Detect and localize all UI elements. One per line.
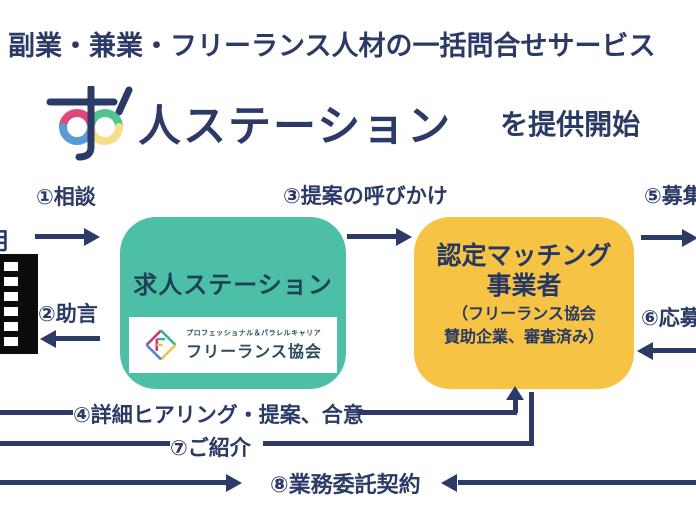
freelance-association-logo-icon — [145, 329, 177, 361]
station-box-title: 求人ステーション — [133, 271, 333, 299]
company-building-icon — [0, 254, 38, 354]
step4-label: ④詳細ヒアリング・提案、合意 — [73, 403, 364, 427]
building-window — [4, 262, 18, 271]
step8-left-arrow-head-right — [226, 474, 242, 492]
building-window — [4, 292, 18, 301]
step2-arrow-head-left — [40, 330, 56, 348]
building-window — [4, 307, 18, 316]
kyujin-station-box: 求人ステーション プロフェッショナル＆パラレルキャリア フリーランス協会 — [120, 217, 346, 389]
step5-arrow-head-right — [682, 229, 696, 247]
step5-arrow-shaft — [641, 235, 683, 240]
step4-line-elbow — [513, 398, 518, 413]
step6-arrow-head-left — [637, 342, 653, 360]
service-description-title: 副業・兼業・フリーランス人材の一括問合せサービス — [8, 31, 656, 62]
step8-right-arrow-shaft — [458, 480, 696, 485]
step7-line-left — [0, 441, 170, 446]
service-logo: 人ステーション を提供開始 — [46, 84, 640, 162]
logo-text: 人ステーション — [138, 102, 453, 152]
logo-suffix-text: を提供開始 — [500, 108, 641, 141]
step3-arrow-head-right — [396, 228, 412, 246]
step4-line-right — [357, 410, 517, 415]
step6-arrow-shaft — [653, 348, 696, 353]
freelance-association-banner: プロフェッショナル＆パラレルキャリア フリーランス協会 — [129, 317, 337, 373]
building-window — [4, 277, 18, 286]
kyujin-station-logo-icon — [46, 85, 133, 160]
step3-arrow-shaft — [347, 234, 397, 239]
step8-label: ⑧業務委託契約 — [270, 473, 421, 498]
step8-left-arrow-shaft — [0, 480, 227, 485]
step4-arrow-head-up — [506, 386, 524, 400]
step4-line-left — [0, 410, 73, 415]
building-window — [4, 322, 18, 331]
building-window — [4, 337, 18, 346]
clipped-company-label: 用 — [0, 221, 9, 256]
step1-arrow-head-right — [84, 228, 100, 246]
step5-label: ⑤募集 — [644, 184, 696, 208]
matching-box-title-line2: 事業者 — [486, 271, 562, 300]
matching-box-note-line2: 賛助企業、審査済み） — [443, 327, 604, 346]
certified-matching-box: 認定マッチング 事業者 （フリーランス協会 賛助企業、審査済み） — [414, 217, 634, 389]
association-name: フリーランス協会 — [186, 342, 322, 361]
step3-label: ③提案の呼びかけ — [283, 184, 448, 208]
step7-line-vertical — [529, 392, 534, 446]
step7-label: ⑦ご紹介 — [170, 436, 251, 460]
step1-label: ①相談 — [36, 185, 96, 209]
step8-right-arrow-head-left — [441, 474, 457, 492]
step2-arrow-shaft — [56, 336, 100, 341]
step1-arrow-shaft — [35, 234, 84, 239]
step6-label: ⑥応募 — [641, 306, 696, 330]
association-tagline: プロフェッショナル＆パラレルキャリア — [186, 329, 322, 337]
step2-label: ②助言 — [38, 302, 98, 326]
matching-box-note-line1: （フリーランス協会 — [452, 304, 596, 323]
association-text-block: プロフェッショナル＆パラレルキャリア フリーランス協会 — [186, 328, 322, 362]
matching-box-title-line1: 認定マッチング — [436, 241, 612, 270]
step7-line-right — [263, 441, 534, 446]
